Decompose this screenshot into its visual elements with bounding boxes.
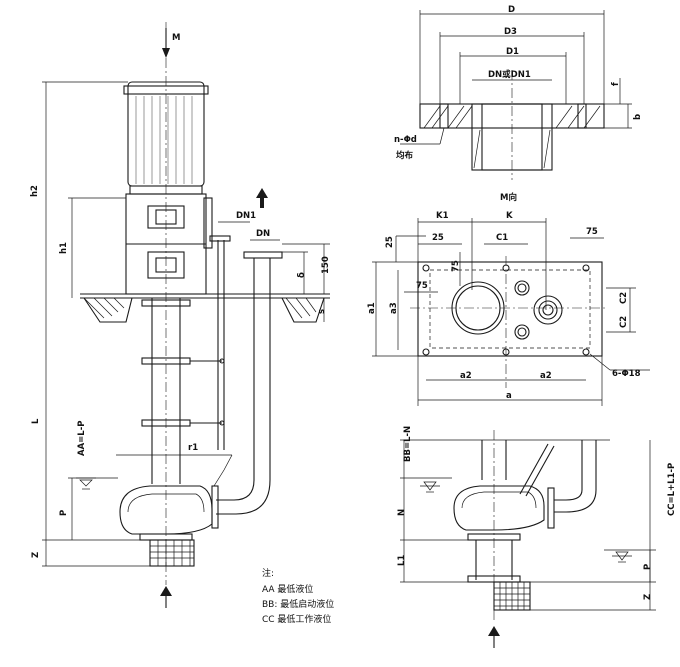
- label-d1: D1: [506, 47, 519, 57]
- side-pump-casing: [453, 485, 545, 531]
- pump-casing: [119, 485, 213, 535]
- label-dn-or-dn1: DN或DN1: [488, 69, 531, 80]
- label-75b: 75: [451, 260, 461, 272]
- notes-line3: CC 最低工作液位: [262, 613, 331, 625]
- label-dn1: DN1: [236, 211, 256, 221]
- notes-line1: AA 最低液位: [262, 583, 313, 595]
- label-s: s: [317, 309, 327, 314]
- inlet-arrow-icon: [160, 586, 172, 596]
- label-b: b: [633, 114, 643, 120]
- label-c2a: C2: [619, 292, 629, 304]
- label-75c: 75: [416, 281, 428, 291]
- label-p: P: [59, 510, 69, 516]
- label-25b: 25: [385, 236, 395, 248]
- label-h1: h1: [59, 242, 69, 254]
- label-p2: P: [643, 564, 653, 570]
- label-75a: 75: [586, 227, 598, 237]
- label-m: M: [172, 33, 180, 43]
- label-dn: DN: [256, 229, 270, 239]
- notes-line2: BB: 最低启动液位: [262, 598, 334, 610]
- base-plate: [417, 261, 603, 357]
- label-a1: a1: [367, 302, 377, 314]
- label-k1: K1: [436, 211, 449, 221]
- label-delta: δ: [297, 272, 307, 278]
- discharge-arrow-icon: [256, 188, 268, 198]
- label-h2: h2: [30, 185, 40, 197]
- discharge-flange: [243, 251, 283, 259]
- side-elevation: BB=L-N N L1 CC=L+L1-P P Z: [397, 426, 677, 648]
- label-f: f: [611, 82, 621, 86]
- label-z2: Z: [643, 594, 653, 600]
- side-inlet-arrow-icon: [488, 626, 500, 636]
- label-150: 150: [321, 256, 331, 274]
- m-arrow-icon: [162, 48, 170, 58]
- label-25a: 25: [432, 233, 444, 243]
- base-plate-plan: K1 K 25 C1 75 25 a1 a3 75 75: [367, 211, 650, 406]
- label-a2a: a2: [460, 371, 472, 381]
- label-nphid: n-Φd: [394, 135, 417, 145]
- label-holes: 6-Φ18: [612, 369, 641, 379]
- flange-section: D D3 D1 DN或DN1: [394, 5, 643, 203]
- label-c2b: C2: [619, 316, 629, 328]
- discharge-hole: [533, 295, 563, 325]
- strainer: [149, 539, 195, 567]
- label-bb: BB=L-N: [403, 426, 413, 462]
- label-d: D: [508, 5, 515, 15]
- notes: 注: AA 最低液位 BB: 最低启动液位 CC 最低工作液位: [262, 567, 334, 625]
- label-l1: L1: [397, 555, 407, 566]
- main-elevation: M: [30, 22, 331, 608]
- label-k: K: [506, 211, 513, 221]
- label-n: N: [397, 509, 407, 516]
- label-z: Z: [31, 552, 41, 558]
- label-d3: D3: [504, 27, 517, 37]
- label-a3: a3: [389, 302, 399, 314]
- label-junbu: 均布: [396, 150, 414, 161]
- label-l: L: [31, 418, 41, 424]
- label-cc: CC=L+L1-P: [667, 463, 677, 516]
- label-aa: AA=L-P: [77, 421, 87, 456]
- label-r1: r1: [188, 443, 198, 453]
- label-a2b: a2: [540, 371, 552, 381]
- label-a: a: [506, 391, 512, 401]
- notes-title: 注:: [262, 567, 274, 579]
- label-m-view: M向: [500, 192, 517, 203]
- label-c1: C1: [496, 233, 508, 243]
